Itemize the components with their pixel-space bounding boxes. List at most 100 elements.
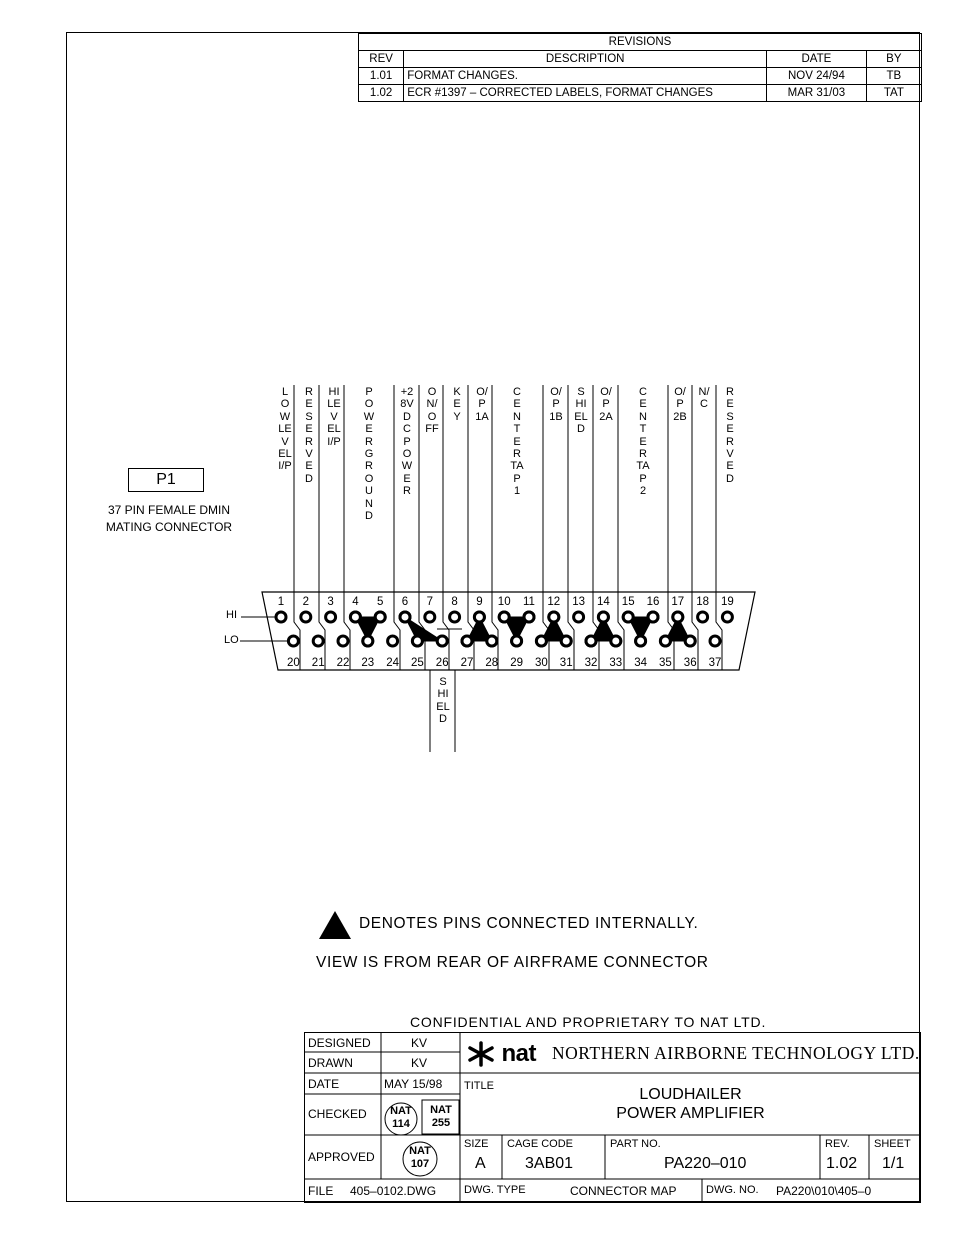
signal-label: O/P 1B xyxy=(549,386,563,423)
pin-number-23: 23 xyxy=(361,657,374,669)
revision-by: TAT xyxy=(865,84,923,102)
connected-pin xyxy=(522,610,536,624)
connector-shell xyxy=(261,591,756,671)
dwg-no-value: PA220\010\405–0 xyxy=(776,1184,872,1198)
signal-label: CENTER TAP 2 xyxy=(636,386,650,498)
signal-label: N/C xyxy=(698,386,710,411)
pin-37 xyxy=(708,634,722,648)
sheet-label: SHEET xyxy=(874,1138,911,1150)
connected-pin xyxy=(435,634,449,648)
connected-pin xyxy=(460,634,474,648)
part-no-label: PART NO. xyxy=(610,1138,661,1150)
pin-19 xyxy=(720,610,734,624)
nat-logo: nat xyxy=(465,1040,536,1068)
connected-pin xyxy=(671,610,685,624)
signal-label: O/P 2B xyxy=(673,386,687,423)
hi-label: HI xyxy=(226,609,237,621)
by-header: BY xyxy=(865,50,923,68)
connected-pin xyxy=(584,634,598,648)
connector-description-line1: 37 PIN FEMALE DMIN xyxy=(107,503,231,517)
rev-value: 1.02 xyxy=(826,1155,858,1172)
approved-label: APPROVED xyxy=(308,1150,375,1164)
rev-label: REV. xyxy=(825,1138,850,1150)
pin-number-10: 10 xyxy=(498,596,511,608)
pin-24 xyxy=(386,634,400,648)
connected-pin xyxy=(410,634,424,648)
pin-group-divider xyxy=(667,592,675,670)
cage-code-value: 3AB01 xyxy=(525,1155,574,1172)
signal-label: CENTER TAP 1 xyxy=(510,386,524,498)
nat-255-stamp: NAT 255 xyxy=(424,1104,458,1130)
pin-number-18: 18 xyxy=(696,596,709,608)
pin-number-1: 1 xyxy=(278,596,284,608)
pin-number-29: 29 xyxy=(510,657,523,669)
connected-pin xyxy=(373,610,387,624)
signal-label: ON/OFF xyxy=(425,386,439,436)
pin-number-22: 22 xyxy=(337,657,350,669)
company-name: NORTHERN AIRBORNE TECHNOLOGY LTD. xyxy=(552,1043,920,1063)
revision-date: MAR 31/03 xyxy=(766,84,867,102)
pin-number-8: 8 xyxy=(451,596,457,608)
pin-3 xyxy=(324,610,338,624)
signal-label: HI LEVEL I/P xyxy=(327,386,341,448)
internal-connection-triangle xyxy=(664,615,692,642)
connected-pin xyxy=(534,634,548,648)
pin-group-divider xyxy=(592,592,600,670)
signal-label: KEY xyxy=(453,386,461,423)
triangle-note: DENOTES PINS CONNECTED INTERNALLY. xyxy=(359,915,699,932)
file-label: FILE xyxy=(308,1184,334,1198)
title-line2: POWER AMPLIFIER xyxy=(616,1105,765,1122)
pin-group-divider xyxy=(343,592,351,670)
lo-label: LO xyxy=(224,634,239,646)
stamp-255-bottom: 255 xyxy=(431,1117,451,1129)
pin-group-divider xyxy=(542,592,550,670)
connected-pin xyxy=(559,634,573,648)
pin-group-divider xyxy=(418,592,426,670)
designed-value: KV xyxy=(411,1036,428,1050)
signal-label: LOW LEVEL I/P xyxy=(278,386,292,473)
pin-group-divider xyxy=(691,592,699,670)
signal-label: O/P 1A xyxy=(475,386,489,423)
pin-number-27: 27 xyxy=(461,657,474,669)
pin-group-divider xyxy=(442,592,450,670)
date-label: DATE xyxy=(308,1077,340,1091)
pin-number-2: 2 xyxy=(303,596,309,608)
sheet-value: 1/1 xyxy=(882,1155,905,1172)
connected-pin xyxy=(361,634,375,648)
logo-text: nat xyxy=(501,1040,536,1067)
internal-connection-triangle xyxy=(627,616,654,643)
connected-pin xyxy=(683,634,697,648)
asterisk-logo-icon xyxy=(468,1041,494,1067)
pin-group-divider xyxy=(318,592,326,670)
date-value: MAY 15/98 xyxy=(384,1077,443,1091)
connected-pin xyxy=(609,634,623,648)
signal-label: +28VDC POWER xyxy=(400,386,414,498)
pin-21 xyxy=(311,634,325,648)
internal-connection-triangle xyxy=(354,616,382,643)
pin-number-37: 37 xyxy=(709,657,722,669)
connector-description-line2: MATING CONNECTOR xyxy=(105,520,233,534)
pin-number-34: 34 xyxy=(634,657,647,669)
pin-number-5: 5 xyxy=(377,596,383,608)
view-note: VIEW IS FROM REAR OF AIRFRAME CONNECTOR xyxy=(316,954,709,971)
pin-number-3: 3 xyxy=(327,596,333,608)
pin-number-14: 14 xyxy=(597,596,610,608)
size-label: SIZE xyxy=(464,1138,489,1150)
revision-rev: 1.02 xyxy=(357,84,405,102)
pin-number-31: 31 xyxy=(560,657,573,669)
connected-pin xyxy=(634,634,648,648)
drawn-value: KV xyxy=(411,1056,428,1070)
connected-pin xyxy=(658,634,672,648)
internal-connection-triangle xyxy=(466,615,493,642)
file-value: 405–0102.DWG xyxy=(350,1184,437,1198)
pin-group-divider xyxy=(467,592,475,670)
connected-pin xyxy=(596,610,610,624)
bottom-signal-label: SHIELD xyxy=(436,676,450,726)
pin-number-11: 11 xyxy=(523,596,535,608)
pin-number-20: 20 xyxy=(287,657,300,669)
connected-pin xyxy=(398,610,412,624)
connected-pin xyxy=(485,634,499,648)
title-label: TITLE xyxy=(464,1080,494,1092)
